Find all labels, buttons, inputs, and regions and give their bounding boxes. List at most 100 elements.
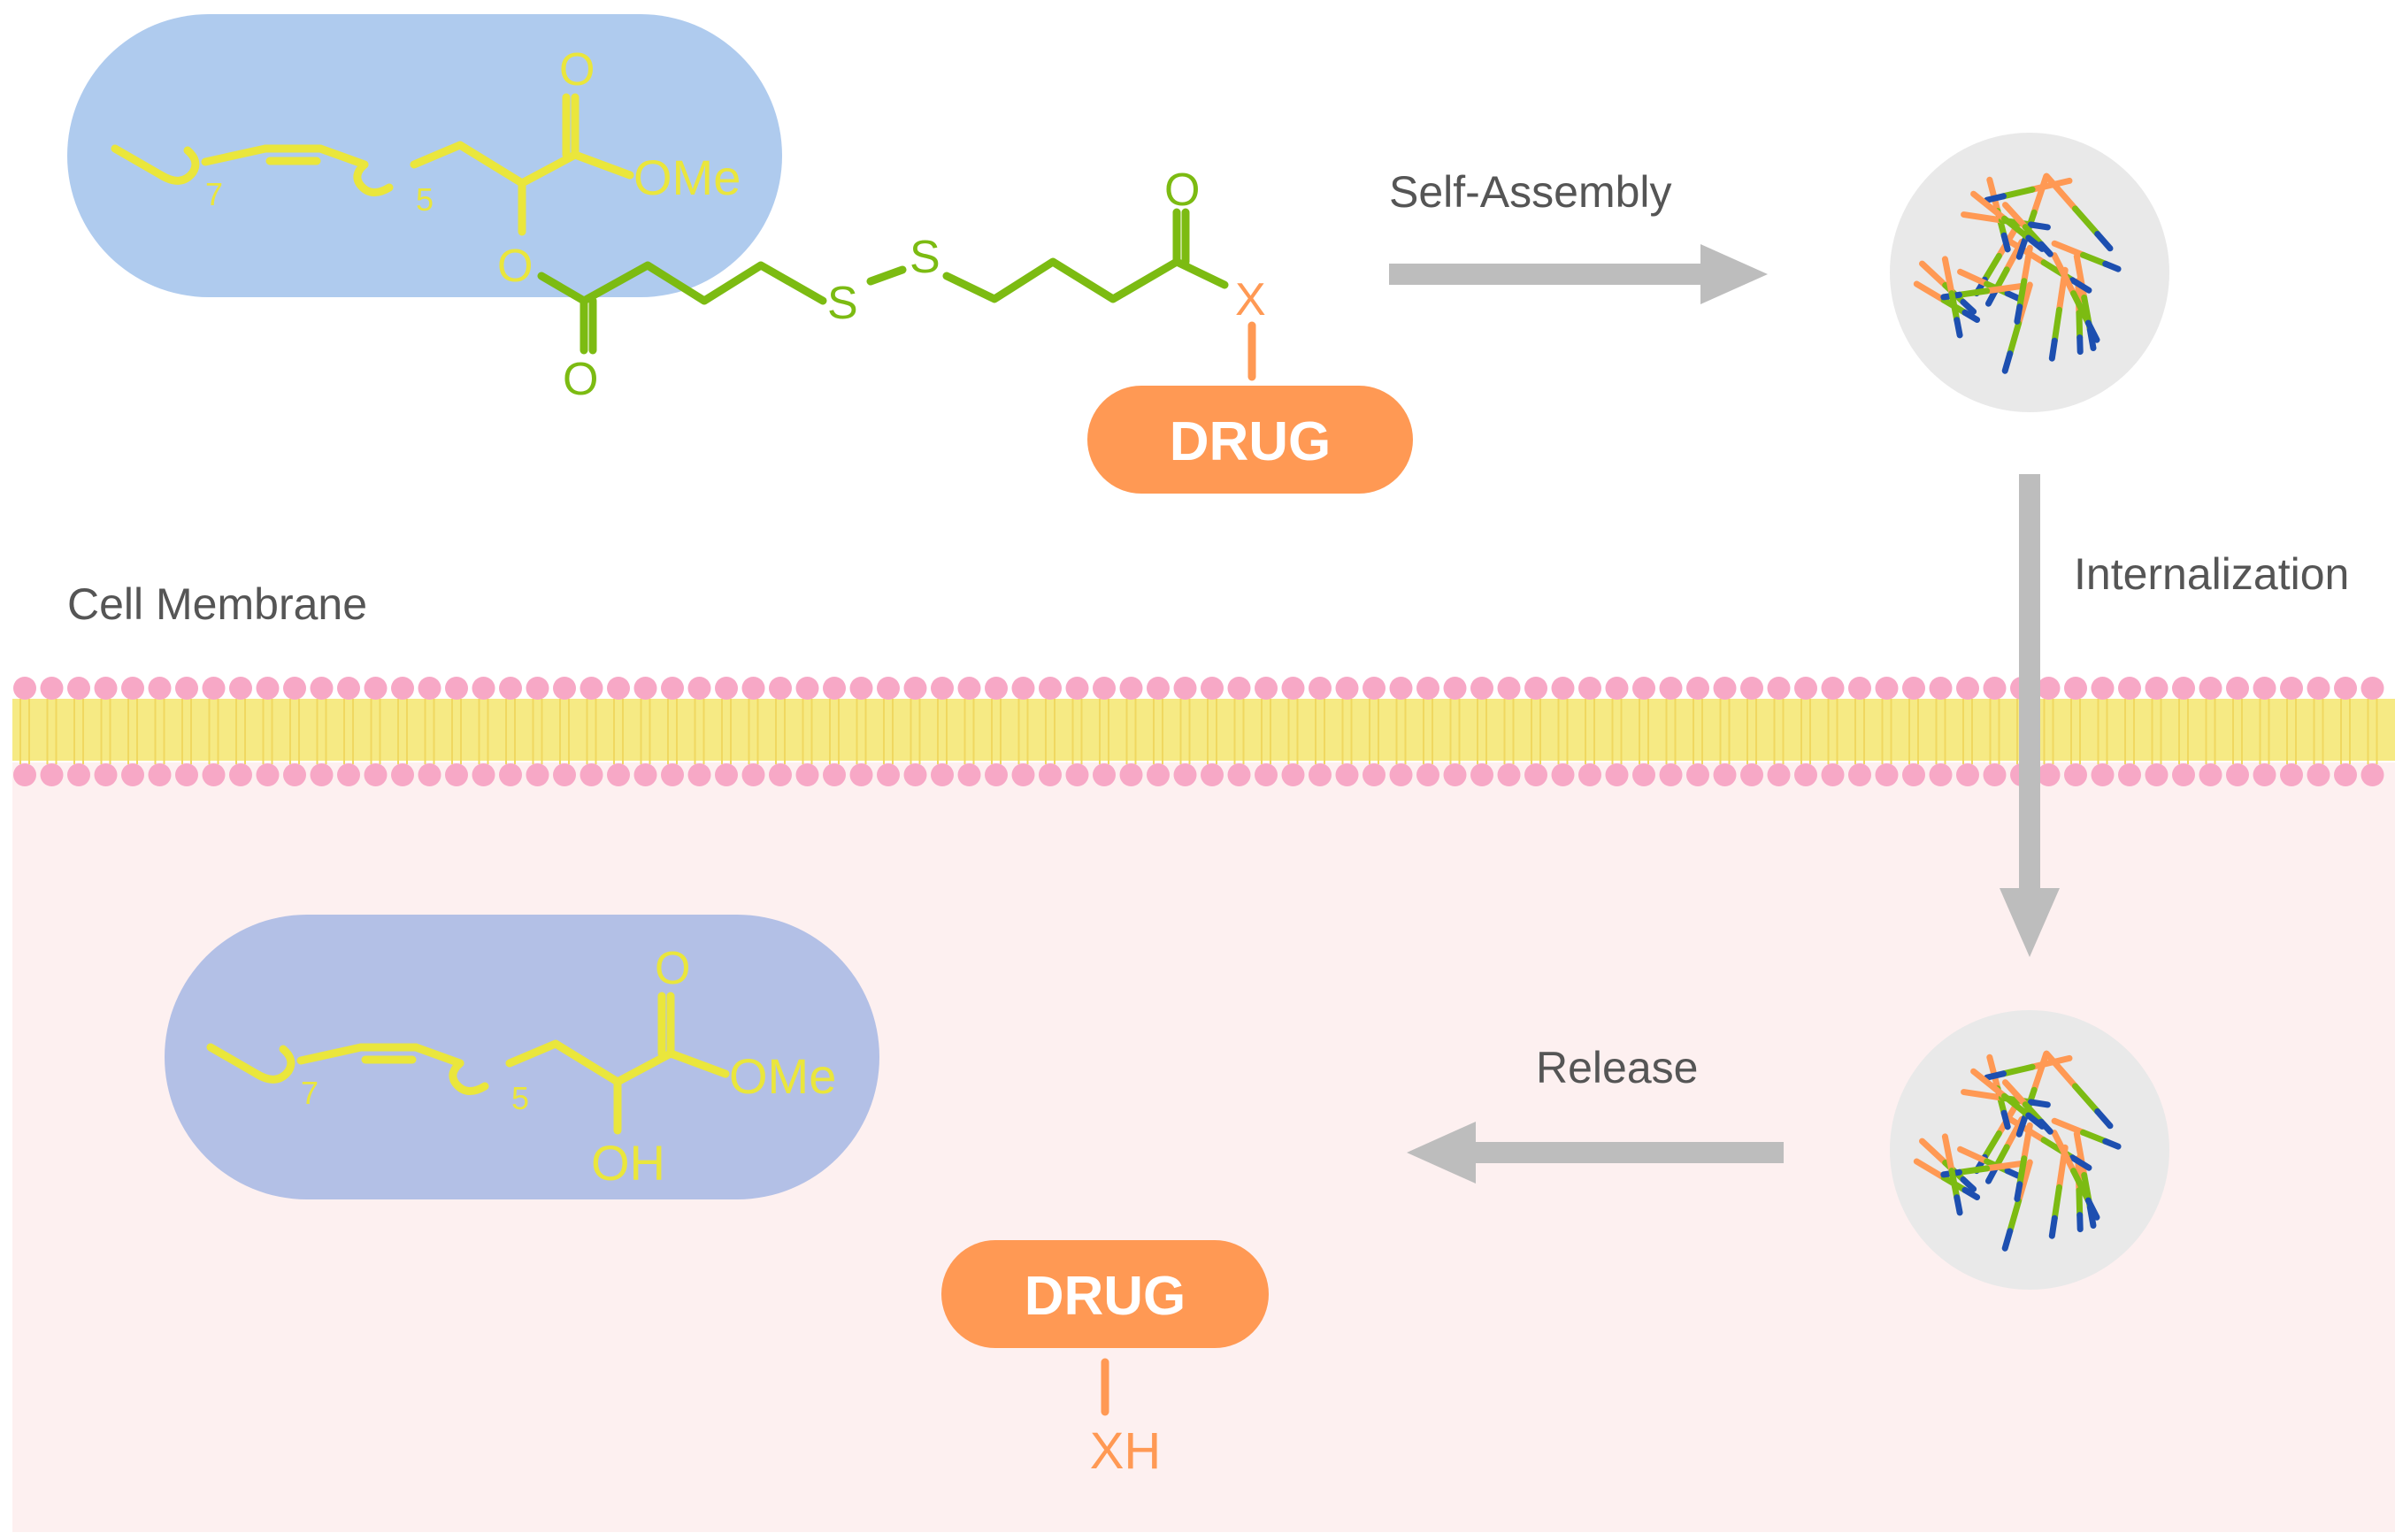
membrane-head-circle [418,677,441,700]
self-assembly-label: Self-Assembly [1389,167,1672,217]
nanoparticle-rod-segment [1956,287,1991,298]
membrane-head-circle [931,763,954,786]
membrane-head-circle [661,763,684,786]
nanoparticle-rod-segment [2084,319,2100,343]
membrane-head-circle [741,677,765,700]
nanoparticle-rod-segment [1984,1160,2026,1172]
membrane-head-circle [2172,763,2195,786]
membrane-head-circle [687,763,711,786]
nanoparticle-rod-segment [2000,1063,2036,1077]
prodrug-subscript-5: 5 [416,181,434,218]
membrane-head-circle [1551,763,1575,786]
membrane-head-circle [1875,677,1899,700]
membrane-head-circle [337,677,360,700]
nanoparticle-rod-segment [2007,320,2023,357]
membrane-head-circle [13,677,36,700]
released-drug-label: DRUG [1025,1266,1186,1327]
membrane-head-circle [2037,763,2061,786]
membrane-head-circle [1093,763,1116,786]
membrane-head-circle [40,763,64,786]
membrane-head-circle [2145,677,2169,700]
nanoparticle-rod-segment [2002,202,2029,231]
nanoparticle-rod-segment [2000,1109,2011,1130]
membrane-head-circle [849,677,873,700]
membrane-head-circle [445,763,468,786]
nanoparticle-rod-segment [1954,317,1963,339]
membrane-head-circle [823,763,846,786]
nanoparticle-rod-segment [2000,232,2011,253]
membrane-head-circle [2307,677,2330,700]
nanoparticle-rod-segment [2051,306,2062,344]
membrane-head-circle [40,677,64,700]
membrane-head-circle [1255,763,1278,786]
membrane-heads [13,677,2384,786]
membrane-head-circle [1011,677,1035,700]
membrane-head-circle [1659,677,1683,700]
membrane-head-circle [2064,677,2087,700]
membrane-head-circle [1416,763,1439,786]
membrane-head-circle [1201,677,1224,700]
membrane-head-circle [2360,763,2384,786]
membrane-tails [19,699,2378,764]
prodrug-x-atom: X [1235,274,1266,326]
nanoparticle-rod-segment [1960,1176,1977,1192]
cell-membrane-bilayer [12,677,2395,786]
membrane-head-circle [1363,677,1386,700]
membrane-head-circle [2199,763,2222,786]
membrane-head-circle [957,677,981,700]
membrane-head-circle [1065,677,1089,700]
membrane-head-circle [1119,763,1143,786]
nanoparticle-rod-segment [1984,193,2007,203]
membrane-head-circle [499,763,522,786]
membrane-head-circle [2280,677,2303,700]
nanoparticle-rod-segment [2027,221,2051,231]
membrane-head-circle [1039,677,1062,700]
membrane-head-circle [1443,677,1467,700]
membrane-head-circle [1389,763,1413,786]
membrane-head-circle [715,763,738,786]
nanoparticle-rod-segment [1913,1158,1947,1181]
membrane-head-circle [2226,677,2249,700]
membrane-head-circle [2172,677,2195,700]
membrane-head-circle [202,763,226,786]
membrane-head-circle [2091,763,2115,786]
membrane-head-circle [2118,677,2141,700]
membrane-head-circle [364,763,388,786]
nanoparticle-rod-segment [2080,251,2109,267]
nanoparticle-rod-segment [2094,231,2114,252]
membrane-head-circle [1551,677,1575,700]
membrane-head-circle [2253,677,2276,700]
nanoparticle-rod-segment [2002,1079,2029,1108]
membrane-head-circle [1011,763,1035,786]
membrane-head-circle [633,763,657,786]
membrane-head-circle [877,763,900,786]
membrane-head-circle [553,763,576,786]
nanoparticle-rod-segment [2051,240,2086,258]
prodrug-disulfide-linker [537,208,1229,355]
membrane-head-circle [337,763,360,786]
released-lipid-chain [206,992,730,1135]
nanoparticle-rod-segment [2004,1114,2047,1144]
membrane-head-circle [1767,763,1791,786]
nanoparticle-rod-segment [1961,309,1981,323]
released-ome-label: OMe [729,1048,836,1104]
membrane-head-circle [310,677,334,700]
nanoparticle-rod-segment [2015,237,2028,260]
membrane-head-circle [1902,763,1925,786]
released-subscript-5: 5 [511,1080,529,1116]
nanoparticle-rod-segment [1961,211,2005,224]
nanoparticle-rod-segment [1919,1138,1949,1166]
nanoparticle-rod-segment [2069,277,2092,294]
membrane-head-circle [2334,677,2357,700]
nanoparticle-rod-segment [1961,1186,1981,1200]
membrane-head-circle [1281,677,1305,700]
nanoparticle-rod-segment [2069,1154,2092,1171]
nanoparticle-rod-segment [1948,1168,1961,1201]
prodrug-lipid-blob [67,14,782,297]
nanoparticle-rod-segment [2014,1181,2023,1202]
nanoparticle-rod-segment [2051,252,2076,297]
membrane-head-circle [607,677,630,700]
released-xh-label: XH [1090,1422,1162,1480]
nanoparticle-rod-segment [2030,1050,2050,1093]
